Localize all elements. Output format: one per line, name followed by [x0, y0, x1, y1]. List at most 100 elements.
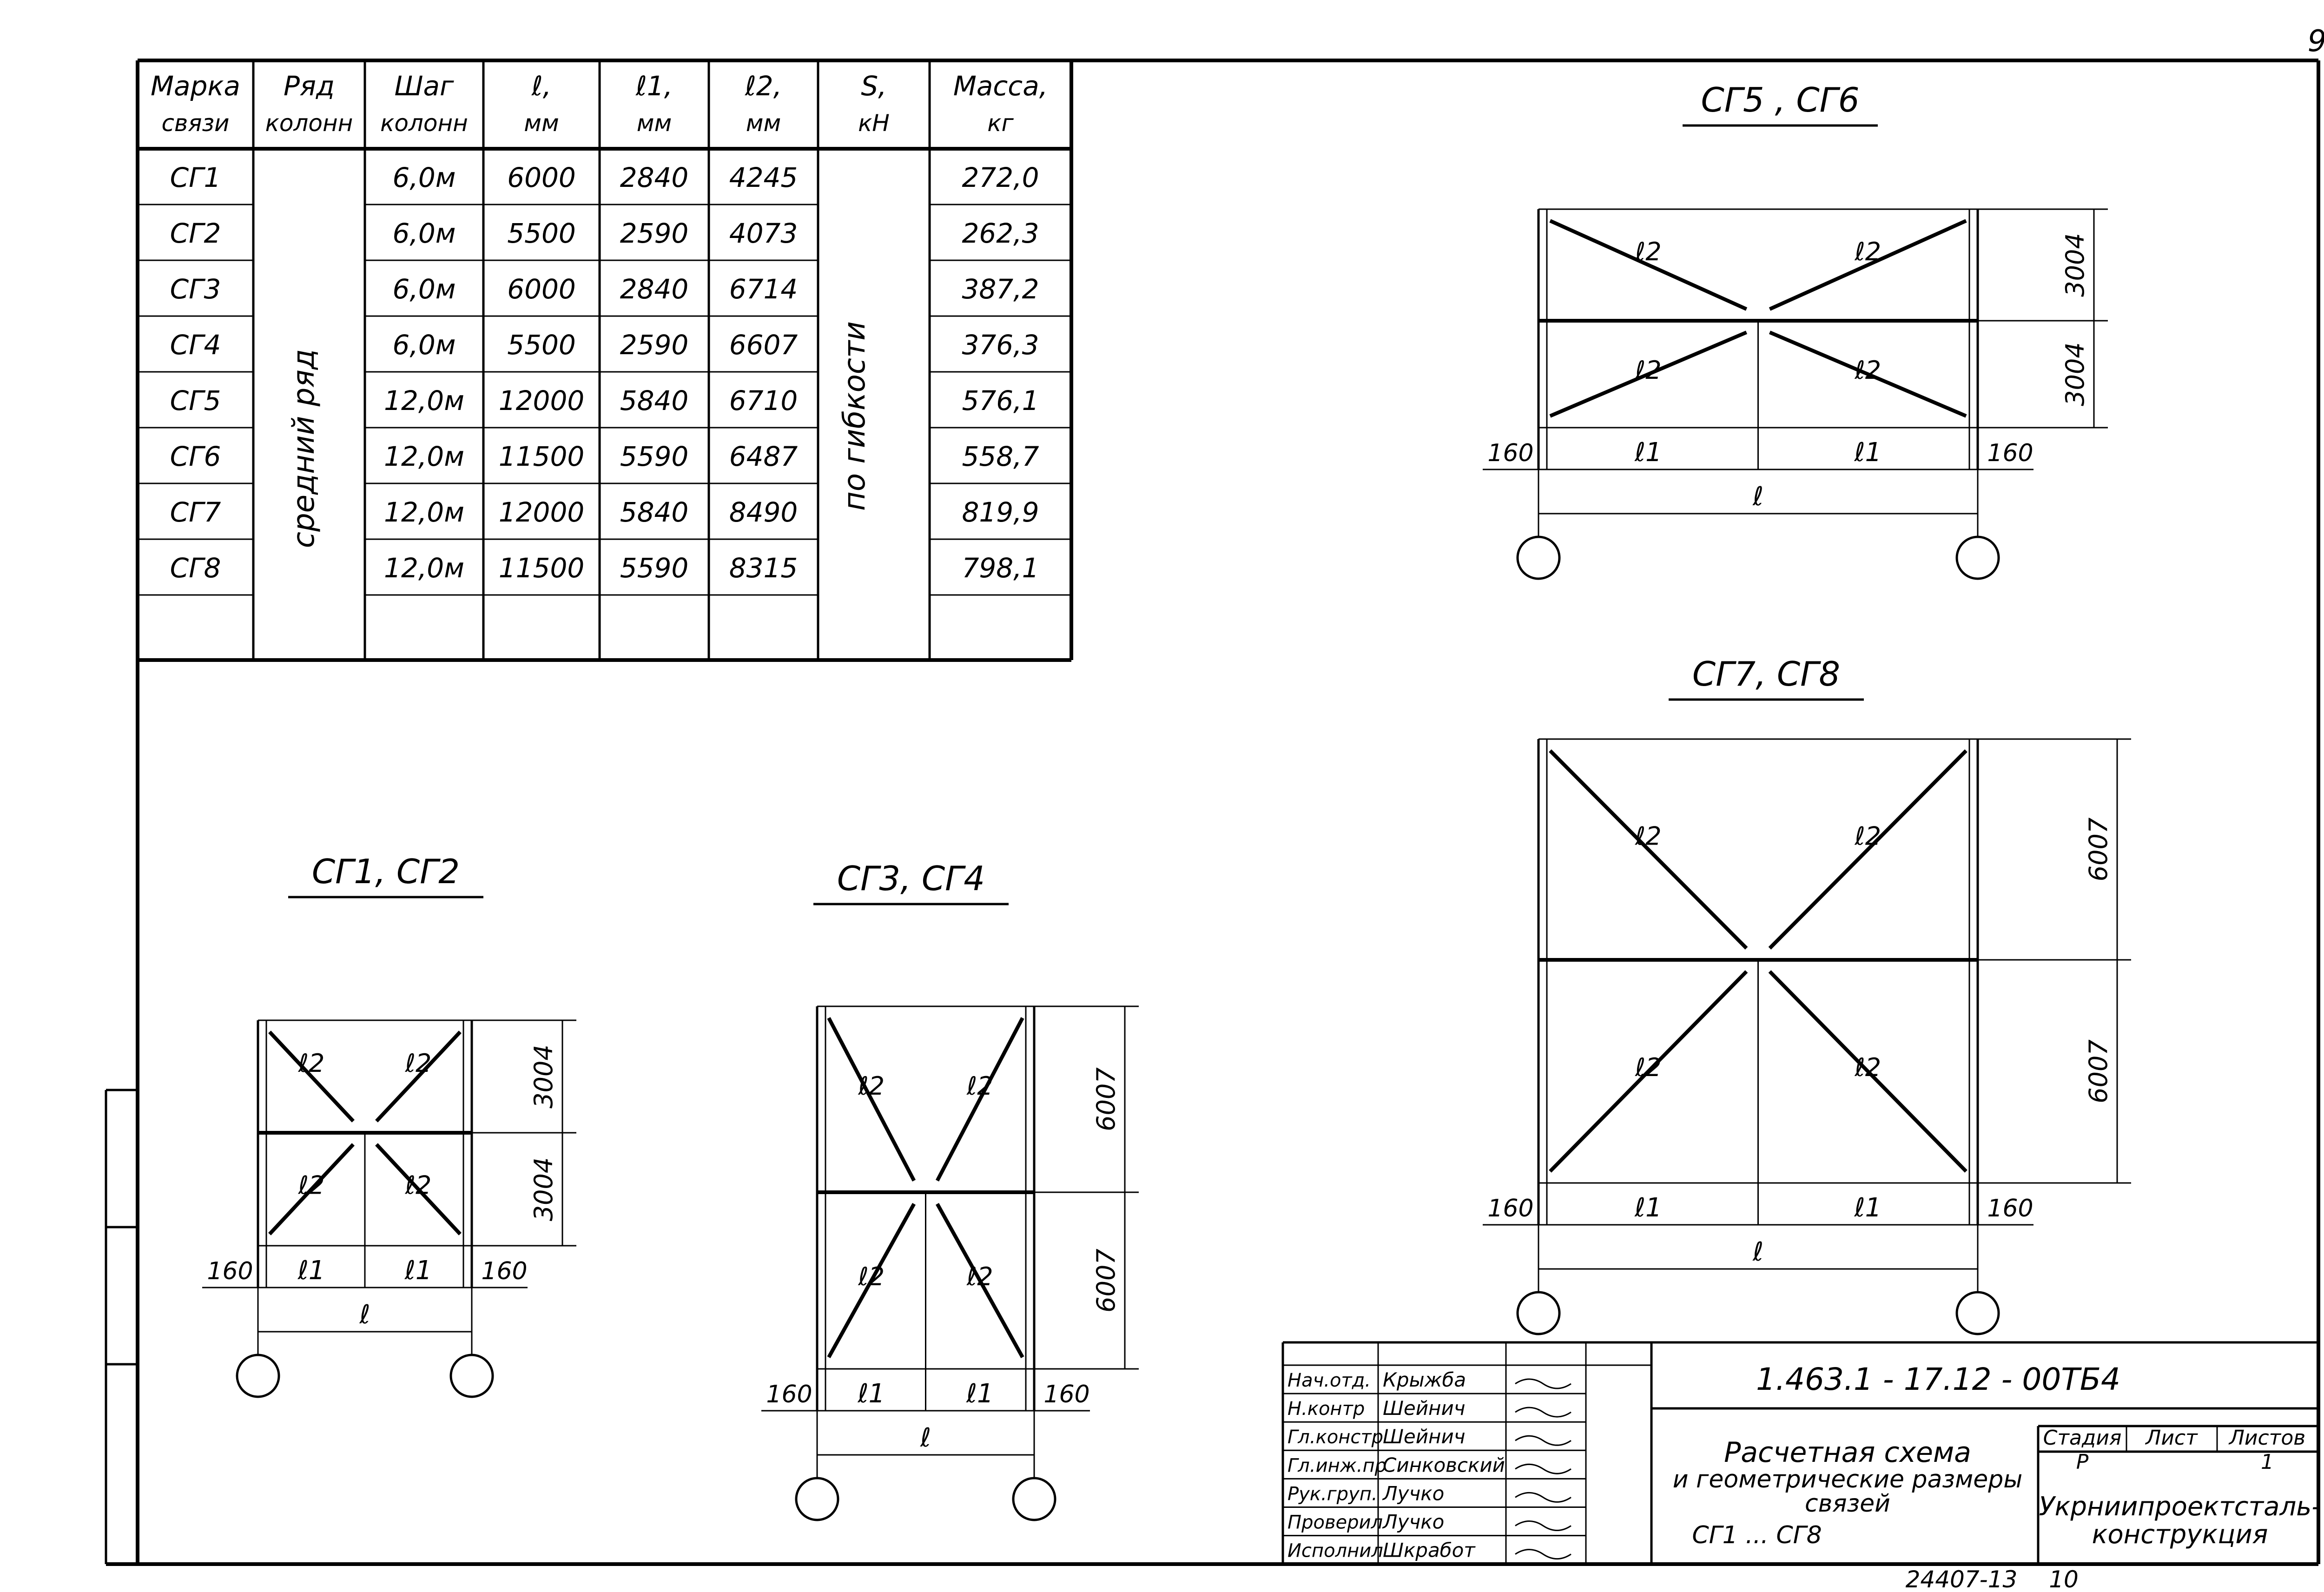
column-header-line-2: кН [858, 110, 890, 137]
axis-bubble [1012, 1477, 1056, 1521]
panel-height-label: 3004 [2060, 233, 2090, 297]
name-label: Лучко [1382, 1511, 1444, 1533]
column-header-line-2: мм [637, 110, 672, 137]
signature-mark [1515, 1378, 1571, 1389]
table-grid [138, 60, 1073, 662]
cell-step: 6,0м [393, 162, 456, 193]
diagonal-brace [1549, 749, 1748, 950]
diagonal-brace [1549, 219, 1748, 311]
diagonal-brace [827, 1203, 916, 1358]
column-header-line-1: Марка [151, 70, 240, 102]
cell-l2: 6487 [729, 441, 798, 472]
axis-bubble [449, 1354, 494, 1398]
column-header-line-1: ℓ, [531, 70, 551, 102]
panel-height-label: 6007 [1091, 1067, 1121, 1131]
cell-l1: 2590 [620, 218, 689, 249]
panel-height-label: 6007 [2084, 818, 2113, 881]
diagonal-brace [375, 1031, 462, 1123]
title-block-lines [1281, 1341, 2318, 1564]
edge-offset-label: 160 [1487, 1195, 1533, 1222]
cell-step: 12,0м [384, 496, 464, 528]
signature-mark [1515, 1492, 1571, 1503]
panel-height-label: 3004 [529, 1157, 558, 1221]
axis-bubble [236, 1354, 280, 1398]
span-label: ℓ [920, 1423, 931, 1453]
signature-mark [1515, 1549, 1571, 1559]
cell-l2: 4073 [729, 218, 798, 249]
cell-l1: 2840 [620, 273, 689, 305]
diagram-title: СГ7, СГ8 [1692, 654, 1840, 694]
role-label: Гл.констр [1287, 1427, 1383, 1448]
cell-mark: СГ5 [170, 385, 221, 416]
signature-mark [1515, 1407, 1571, 1418]
cell-mass: 819,9 [962, 496, 1039, 528]
column-header-line-1: ℓ1, [635, 70, 673, 102]
cell-step: 12,0м [384, 552, 464, 584]
cell-l: 6000 [507, 162, 576, 193]
cell-l: 11500 [499, 441, 585, 472]
diagonal-length-label: ℓ2 [298, 1049, 325, 1078]
signature-row: Рук.груп.Лучко [1287, 1482, 1571, 1505]
column-header-line-2: связи [161, 110, 229, 137]
axis-bubble [795, 1477, 839, 1521]
footer-sheet-number: 10 [2049, 1566, 2079, 1592]
cell-step: 6,0м [393, 329, 456, 361]
signature-row: Нач.отд.Крыжба [1287, 1368, 1571, 1391]
drawing-title-line-1: Расчетная схема [1724, 1436, 1971, 1469]
specification-table: МаркасвязиРядколоннШагколоннℓ,ммℓ1,ммℓ2,… [138, 60, 1073, 662]
cell-l2: 8315 [729, 552, 798, 584]
diagonal-length-label: ℓ2 [1635, 356, 1662, 385]
column-header-line-2: колонн [380, 110, 468, 137]
cell-l2: 4245 [729, 162, 798, 193]
cell-l2: 6710 [729, 385, 798, 416]
drawing-title-line-2: и геометрические размеры [1673, 1466, 2023, 1493]
column-header-line-2: мм [524, 110, 559, 137]
diagonal-brace [1768, 970, 1967, 1173]
table-header-row: МаркасвязиРядколоннШагколоннℓ,ммℓ1,ммℓ2,… [151, 70, 1048, 137]
name-label: Синковский [1383, 1453, 1505, 1476]
cell-l2: 6714 [729, 273, 798, 305]
column-header-line-1: Шаг [394, 70, 454, 102]
diagonal-length-label: ℓ2 [858, 1071, 885, 1101]
role-label: Исполнил [1287, 1540, 1383, 1562]
cell-l1: 2590 [620, 329, 689, 361]
diagonal-brace [1549, 970, 1748, 1173]
cell-mass: 387,2 [962, 273, 1039, 305]
cell-l: 12000 [499, 385, 585, 416]
half-span-label: ℓ1 [966, 1379, 994, 1409]
span-label: ℓ [1752, 482, 1763, 512]
sheets-header: Листов [2228, 1426, 2305, 1450]
column-header-line-2: мм [746, 110, 781, 137]
cell-mass: 558,7 [962, 441, 1039, 472]
cell-l: 5500 [507, 218, 576, 249]
half-span-label: ℓ1 [404, 1255, 432, 1286]
signature-mark [1515, 1463, 1571, 1474]
name-label: Шкработ [1383, 1539, 1476, 1562]
panel-height-label: 3004 [2060, 342, 2090, 406]
sheets-value: 1 [2261, 1450, 2274, 1474]
diagonal-length-label: ℓ2 [405, 1171, 432, 1200]
diagonal-length-label: ℓ2 [1854, 822, 1881, 851]
cell-l1: 5590 [620, 552, 689, 584]
cell-l1: 2840 [620, 162, 689, 193]
cell-l: 6000 [507, 273, 576, 305]
cell-l: 5500 [507, 329, 576, 361]
stage-value: Р [2076, 1450, 2089, 1474]
name-label: Крыжба [1383, 1368, 1466, 1391]
stage-header: Стадия [2043, 1426, 2122, 1450]
sheet-header: Лист [2145, 1426, 2198, 1450]
half-span-label: ℓ1 [1634, 1193, 1662, 1223]
